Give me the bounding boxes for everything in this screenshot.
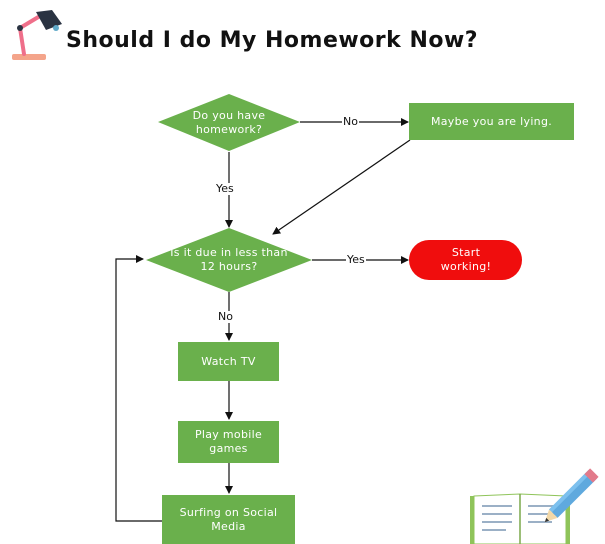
process-social-media	[162, 495, 295, 544]
edge-label-q2-no: No	[217, 310, 234, 323]
edge-label-q2-yes: Yes	[346, 253, 366, 266]
process-maybe-lying-label: Maybe you are lying.	[430, 114, 553, 128]
open-book-with-pencil-icon	[470, 468, 599, 544]
decision-have-homework	[158, 94, 300, 151]
edge-lying-to-q2	[272, 139, 411, 235]
page-title: Should I do My Homework Now?	[66, 28, 479, 53]
edge-label-q1-no: No	[342, 115, 359, 128]
edge-social-loop-to-q2	[115, 255, 162, 522]
desk-lamp-icon	[12, 10, 62, 60]
process-maybe-lying	[409, 103, 574, 140]
process-play-games	[178, 421, 279, 463]
edge-label-q1-yes: Yes	[215, 182, 235, 195]
process-watch-tv	[178, 342, 279, 381]
process-watch-tv-label: Watch TV	[201, 354, 256, 368]
decision-due-soon	[146, 228, 312, 292]
process-play-games-label: Play mobile games	[194, 428, 263, 455]
terminal-start-working	[409, 240, 522, 280]
decision-have-homework-label: Do you have homework?	[192, 109, 266, 136]
process-social-media-label: Surfing on Social Media	[179, 505, 278, 533]
terminal-start-working-label: Start working!	[440, 246, 492, 273]
decision-due-soon-label: Is it due in less than 12 hours?	[170, 246, 288, 273]
